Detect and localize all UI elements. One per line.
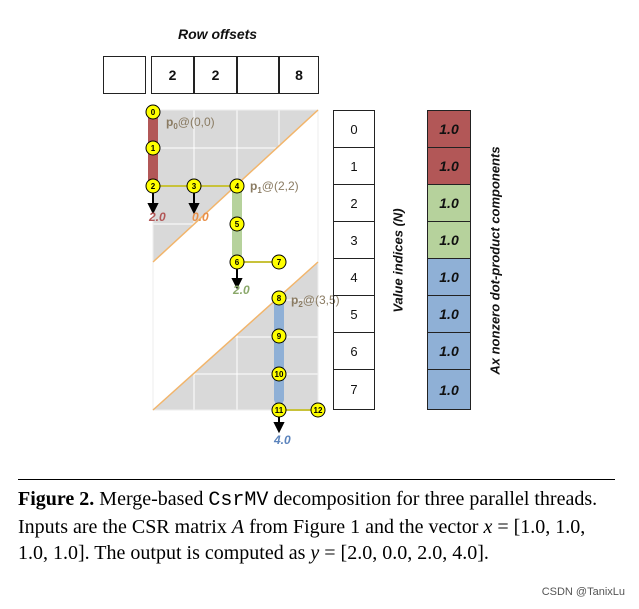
thread2-arrow [274,300,284,412]
ax-component-value: 1.0 [439,121,459,137]
caption-text: from Figure 1 and the vector [244,516,484,538]
thread-label-p1: p1@(2,2) [250,179,299,195]
caption-var: y [310,542,320,564]
value-index: 2 [350,195,358,211]
svg-text:12: 12 [314,406,323,415]
row-offset-cell: 0 [103,56,146,94]
row-offset-value: 8 [295,67,303,83]
thread-label-p0: p0@(0,0) [166,115,215,131]
caption-code: CsrMV [208,489,269,512]
ax-components-label: Ax nonzero dot-product components [487,145,503,375]
watermark: CSDN @TanixLu [541,586,625,598]
ax-label-wrap: Ax nonzero dot-product components [480,110,510,410]
value-index: 4 [350,269,358,285]
path-node: 9 [271,328,287,344]
row-offset-value: 2 [211,67,220,83]
output-value: 4.0 [273,433,291,447]
svg-text:3: 3 [192,182,197,191]
caption-text: = [2.0, 0.0, 2.0, 4.0]. [319,542,489,564]
svg-text:8: 8 [277,294,282,303]
path-node: 2 [145,178,161,194]
ax-component-value: 1.0 [439,381,459,398]
ax-component-value: 1.0 [439,269,459,285]
path-node: 8 [271,290,287,306]
value-index: 6 [350,343,358,359]
caption-divider [18,479,615,480]
row-offset-value: 0 [120,67,129,83]
ax-component-value: 1.0 [439,306,459,322]
ax-component-value: 1.0 [439,195,459,211]
svg-text:1: 1 [151,144,156,153]
output-value: 2.0 [148,210,166,224]
value-index: 5 [350,306,358,322]
value-index-cell: 6 [333,332,375,370]
caption-text: = [1.0, 1.0, 1.0, 1.0]. The output is co… [18,516,586,564]
path-node: 0 [145,104,161,120]
path-node: 10 [271,366,287,382]
path-node: 5 [229,216,245,232]
path-node: 1 [145,140,161,156]
caption-var: A [231,516,245,538]
path-nodes: 0 1 2 3 4 5 6 7 8 9 10 11 12 [145,104,326,418]
merge-path-diagram: 0 1 2 3 4 5 6 7 8 9 10 11 12 p0@(0,0) p1… [145,104,340,447]
value-index: 7 [350,382,358,397]
ax-component-value: 1.0 [439,343,459,359]
ax-component-cell: 1.0 [427,295,471,333]
value-index: 3 [350,232,358,248]
output-arrows [147,192,285,434]
caption-var: x [483,516,493,538]
svg-text:2: 2 [151,182,156,191]
ax-component-cell: 1.0 [427,110,471,148]
path-node: 4 [229,178,245,194]
path-node: 3 [186,178,202,194]
ax-component-cell: 1.0 [427,221,471,259]
value-indices-label-wrap: Value indices (N) [383,110,413,410]
output-value: 2.0 [232,283,250,297]
path-node: 11 [271,402,287,418]
svg-text:9: 9 [277,332,282,341]
value-index-cell: 1 [333,147,375,185]
value-indices-label: Value indices (N) [390,207,406,313]
path-node: 12 [310,402,326,418]
value-index-cell: 5 [333,295,375,333]
ax-component-value: 1.0 [439,232,459,248]
value-index: 0 [350,121,358,137]
svg-text:0: 0 [151,108,156,117]
path-node: 7 [271,254,287,270]
svg-text:11: 11 [275,406,284,415]
value-index: 1 [350,158,358,174]
row-offset-value: 4 [254,67,262,83]
thread-label-p2: p2@(3,5) [291,293,340,309]
caption-text: decomposition for three parallel threads… [18,488,598,538]
value-index-cell: 3 [333,221,375,259]
row-offset-cell: 2 [151,56,194,94]
split-diagonal-2 [152,261,319,411]
row-offset-cell: 2 [194,56,237,94]
svg-text:6: 6 [235,258,240,267]
row-offset-cell: 8 [279,56,319,94]
ax-component-cell: 1.0 [427,332,471,370]
value-index-cell: 0 [333,110,375,148]
svg-text:5: 5 [235,220,240,229]
value-index-cell: 4 [333,258,375,296]
row-offsets-title: Row offsets [178,26,258,42]
output-value: 0.0 [192,210,209,224]
svg-text:10: 10 [275,370,284,379]
ax-component-value: 1.0 [439,158,459,174]
ax-component-cell: 1.0 [427,369,471,410]
figure-caption: Figure 2. Merge-based CsrMV decompositio… [18,486,618,566]
svg-text:4: 4 [235,182,240,191]
caption-text: Merge-based [94,488,209,510]
value-index-cell: 2 [333,184,375,222]
row-offset-value: 2 [168,67,177,83]
path-node: 6 [229,254,245,270]
value-index-cell: 7 [333,369,375,410]
row-offset-cell: 4 [237,56,279,94]
svg-text:7: 7 [277,258,282,267]
figure-label: Figure 2. [18,488,95,510]
ax-component-cell: 1.0 [427,147,471,185]
ax-component-cell: 1.0 [427,184,471,222]
ax-component-cell: 1.0 [427,258,471,296]
